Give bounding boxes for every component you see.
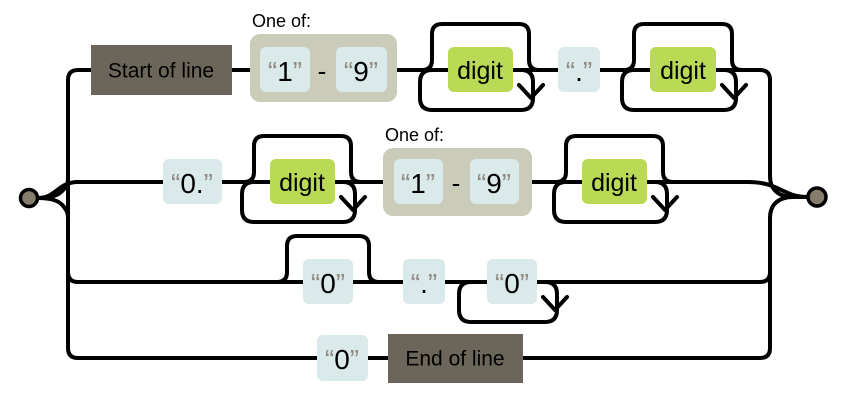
literal-box-zero-row3b bbox=[487, 259, 537, 304]
literal-char: 0 bbox=[334, 344, 350, 375]
open-quote: “ bbox=[495, 268, 504, 299]
close-quote: ” bbox=[583, 56, 592, 87]
close-quote: ” bbox=[426, 168, 435, 199]
close-quote: ” bbox=[520, 268, 529, 299]
literal-char: 9 bbox=[486, 168, 502, 199]
literal-char: 0 bbox=[320, 268, 336, 299]
open-quote: “ bbox=[344, 56, 353, 87]
loop-arc-row1-digit1 bbox=[418, 68, 535, 112]
literal-text-nine-row1: “9” bbox=[344, 56, 378, 87]
close-quote: ” bbox=[204, 168, 213, 199]
open-quote: “ bbox=[477, 168, 486, 199]
literal-box-zero-row4 bbox=[317, 335, 368, 381]
literal-text-one-row2: “1” bbox=[401, 168, 435, 199]
literal-text-dot-row1: “.” bbox=[566, 56, 592, 87]
literal-box-dot-row1 bbox=[558, 47, 600, 92]
terminal-dot-left bbox=[18, 187, 40, 209]
skip-arc-row3-zero bbox=[276, 234, 380, 284]
literal-text-nine-row2: “9” bbox=[477, 168, 511, 199]
rail-right-trunk-bottom bbox=[750, 195, 794, 360]
rail-left-fork-down bbox=[37, 196, 70, 219]
anchor-box-end bbox=[388, 334, 523, 383]
literal-char: . bbox=[420, 268, 428, 299]
open-quote: “ bbox=[268, 56, 277, 87]
repeat-arrow-row1-digit1 bbox=[517, 83, 545, 100]
open-quote: “ bbox=[325, 344, 334, 375]
loop-arc-row3-zero2 bbox=[457, 280, 559, 324]
literal-box-nine-row2 bbox=[470, 159, 519, 204]
escape-label-digit-row2b: digit bbox=[591, 169, 637, 197]
rail-lines bbox=[37, 22, 809, 360]
anchor-label-end: End of line bbox=[405, 348, 504, 371]
literal-text-dot-row3: “.” bbox=[411, 268, 437, 299]
repeat-arrow-row2-digit2 bbox=[651, 195, 679, 212]
literal-text-zero-row4: “0” bbox=[325, 344, 359, 375]
escape-label-digit-row1a: digit bbox=[457, 57, 503, 85]
skip-arc-row2-digit2 bbox=[555, 134, 674, 184]
literal-char: 9 bbox=[353, 56, 369, 87]
literal-text-zero-row3a: “0” bbox=[311, 268, 345, 299]
literal-box-dot-row3 bbox=[403, 259, 445, 304]
rail-right-row2-merge bbox=[747, 180, 809, 199]
literal-text-zero-row3b: “0” bbox=[495, 268, 529, 299]
loop-arc-row2-digit1 bbox=[240, 180, 357, 224]
rail-left-row3-branch bbox=[66, 271, 79, 284]
rail-right-trunk-top bbox=[750, 68, 808, 199]
rail-left-row2-branch bbox=[37, 180, 79, 200]
one-of-label-row1: One of: bbox=[252, 11, 311, 31]
literal-char: 1 bbox=[277, 56, 293, 87]
open-quote: “ bbox=[171, 168, 180, 199]
literal-text-zerodot-row2: “0.” bbox=[171, 168, 213, 199]
literal-char: . bbox=[575, 56, 583, 87]
close-quote: ” bbox=[350, 344, 359, 375]
escape-box-digit-row1a bbox=[448, 47, 513, 92]
open-quote: “ bbox=[566, 56, 575, 87]
literal-char: 1 bbox=[410, 168, 426, 199]
escape-label-digit-row1b: digit bbox=[660, 57, 706, 85]
escape-box-digit-row2a bbox=[270, 159, 335, 204]
rail-left-trunk bbox=[66, 68, 91, 360]
close-quote: ” bbox=[336, 268, 345, 299]
literal-box-one-row2 bbox=[394, 159, 443, 204]
literal-box-zero-row3a bbox=[303, 259, 353, 304]
escape-box-digit-row1b bbox=[650, 47, 716, 92]
close-quote: ” bbox=[502, 168, 511, 199]
close-quote: ” bbox=[428, 268, 437, 299]
range-dash-row1: - bbox=[318, 56, 327, 86]
literal-char: 0. bbox=[180, 168, 203, 199]
anchor-label-start: Start of line bbox=[108, 60, 214, 83]
open-quote: “ bbox=[411, 268, 420, 299]
range-dash-row2: - bbox=[452, 168, 461, 198]
repeat-arrow-row1-digit2 bbox=[720, 83, 748, 100]
anchor-box-start bbox=[91, 45, 232, 95]
literal-text-one-row1: “1” bbox=[268, 56, 302, 87]
open-quote: “ bbox=[311, 268, 320, 299]
skip-arc-row2-digit1 bbox=[243, 134, 362, 184]
skip-arc-row1-digit2 bbox=[623, 22, 743, 72]
one-of-label-row2: One of: bbox=[385, 125, 444, 145]
loop-arc-row2-digit2 bbox=[552, 180, 669, 224]
literal-box-zerodot-row2 bbox=[163, 159, 222, 204]
skip-arc-row1-digit1 bbox=[421, 22, 540, 72]
open-quote: “ bbox=[401, 168, 410, 199]
close-quote: ” bbox=[369, 56, 378, 87]
literal-box-nine-row1 bbox=[336, 47, 387, 92]
escape-label-digit-row2a: digit bbox=[279, 169, 325, 197]
escape-box-digit-row2b bbox=[582, 159, 647, 204]
repeat-arrow-row2-digit1 bbox=[339, 195, 367, 212]
rail-right-row3-merge bbox=[750, 271, 772, 284]
terminal-dot-right bbox=[806, 186, 828, 208]
close-quote: ” bbox=[293, 56, 302, 87]
repeat-arrow-row3-zero2 bbox=[541, 295, 569, 312]
repeat-arrows bbox=[339, 83, 748, 312]
loop-arc-row1-digit2 bbox=[620, 68, 738, 112]
literal-char: 0 bbox=[504, 268, 520, 299]
literal-box-one-row1 bbox=[260, 47, 310, 92]
